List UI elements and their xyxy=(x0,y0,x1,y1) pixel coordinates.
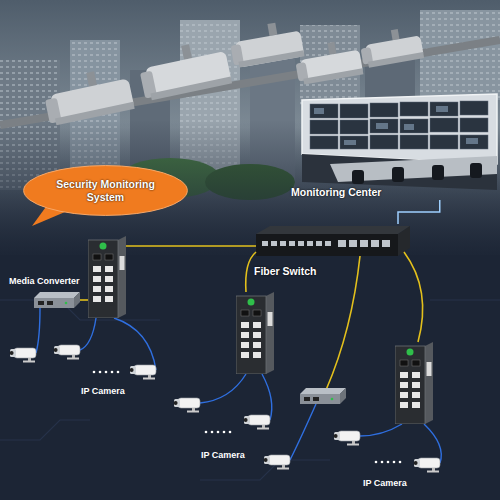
node-label: Monitoring Center xyxy=(291,186,381,199)
camera-group-label: IP Camera xyxy=(362,478,408,489)
camera-group-label: IP Camera xyxy=(80,386,126,397)
node-label: Security Monitoring System xyxy=(51,178,161,203)
network-link xyxy=(398,200,440,224)
device-label: Media Converter xyxy=(8,276,81,287)
camera-group-label: IP Camera xyxy=(200,450,246,461)
monitoring-center: Monitoring Center xyxy=(290,96,498,200)
node-label: Fiber Switch xyxy=(254,265,316,278)
fiber-switch: Fiber Switch xyxy=(252,224,412,280)
callout-ellipse xyxy=(24,166,188,216)
node-text-box: Security Monitoring System xyxy=(51,178,161,203)
callout-bubble: Security Monitoring System xyxy=(22,164,189,217)
node-text-box: Monitoring Center xyxy=(291,186,381,199)
node-text-box: Fiber Switch xyxy=(254,265,316,278)
